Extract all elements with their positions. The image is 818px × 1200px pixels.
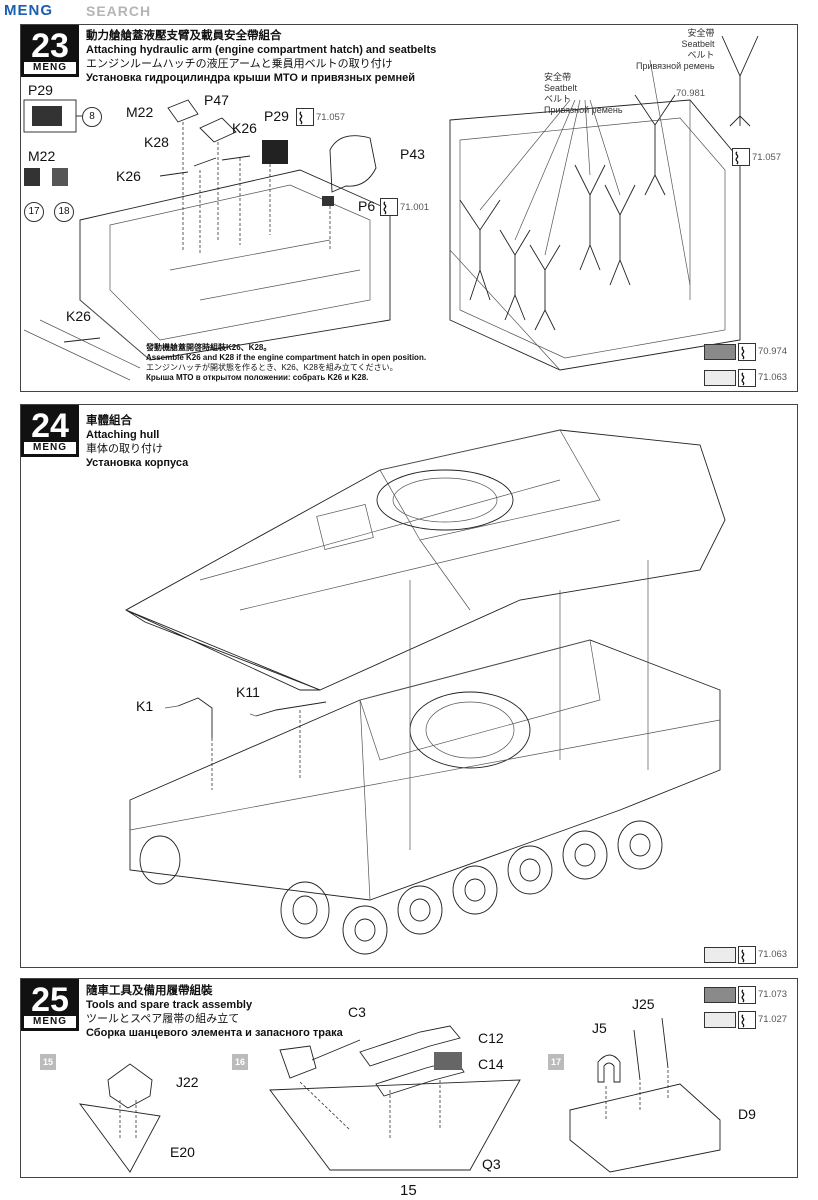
label-p29b: P29 <box>264 108 289 124</box>
label-d9: D9 <box>738 1106 756 1122</box>
paint-brush-icon: ⌇ <box>296 108 314 128</box>
label-j25: J25 <box>632 996 655 1012</box>
step-24-panel <box>20 404 798 968</box>
seatbelt-callout-2: 安全帶 Seatbelt ベルト Привязной ремень <box>636 28 715 72</box>
seatbelt-callout-1: 安全帶 Seatbelt ベルト Привязной ремень <box>544 72 623 116</box>
step-23-title: 動力艙艙蓋液壓支臂及載員安全帶組合 Attaching hydraulic ar… <box>86 29 436 85</box>
paint-brush-icon: ⌇ <box>738 1011 756 1031</box>
paint-brush-icon: ⌇ <box>738 986 756 1006</box>
paint-brush-icon: ⌇ <box>738 343 756 363</box>
callout-en: Seatbelt <box>544 83 578 93</box>
label-p6: P6 <box>358 198 376 214</box>
step-24-badge: 24 MENG <box>21 405 79 457</box>
brand-logo: MENG <box>24 1016 76 1028</box>
substep-15: 15 <box>40 1054 56 1070</box>
label-k28: K28 <box>144 134 169 150</box>
step-23-badge: 23 MENG <box>21 25 79 77</box>
label-j5: J5 <box>592 1020 607 1036</box>
callout-ru: Привязной ремень <box>636 61 715 71</box>
brand-logo: MENG <box>24 442 76 454</box>
step-23-note: 發動機艙蓋開啓時組裝K26、K28。 Assemble K26 and K28 … <box>146 343 426 383</box>
step-25-title: 隨車工具及備用履帶組裝 Tools and spare track assemb… <box>86 984 343 1040</box>
title-en: Attaching hydraulic arm (engine compartm… <box>86 44 437 56</box>
label-p29: P29 <box>28 82 53 98</box>
label-c12: C12 <box>478 1030 504 1046</box>
callout-jp: ベルト <box>544 94 572 104</box>
label-p47: P47 <box>204 92 229 108</box>
callout-en: Seatbelt <box>681 39 715 49</box>
count-circle-18: 18 <box>54 202 74 222</box>
callout-jp: ベルト <box>687 50 715 60</box>
title-jp: エンジンルームハッチの液圧アームと乗員用ベルトの取り付け <box>86 58 393 70</box>
legend-code: 71.073 <box>758 989 788 1000</box>
paint-brush-icon: ⌇ <box>732 148 750 168</box>
brand-logo: MENG <box>24 62 76 74</box>
label-e20: E20 <box>170 1144 195 1160</box>
title-zh: 車體組合 <box>86 415 132 427</box>
label-c3: C3 <box>348 1004 366 1020</box>
legend-code: 71.063 <box>758 372 788 383</box>
note-zh: 發動機艙蓋開啓時組裝K26、K28。 <box>146 343 272 352</box>
step-number: 24 <box>31 407 69 445</box>
legend-code: 71.063 <box>758 949 788 960</box>
paint-brush-icon: ⌇ <box>738 369 756 389</box>
site-header: MENG SEARCH <box>0 0 818 22</box>
step-23-panel <box>20 24 798 392</box>
callout-ru: Привязной ремень <box>544 105 623 115</box>
label-p43: P43 <box>400 146 425 162</box>
substep-17: 17 <box>548 1054 564 1070</box>
title-ru: Установка корпуса <box>86 457 189 469</box>
title-ru: Сборка шанцевого элемента и запасного тр… <box>86 1027 343 1039</box>
site-logo: MENG <box>4 2 53 19</box>
color-swatch <box>704 987 736 1003</box>
step-number: 25 <box>31 981 69 1019</box>
step-number: 23 <box>31 27 69 65</box>
title-en: Attaching hull <box>86 429 160 441</box>
page-number: 15 <box>400 1182 417 1199</box>
title-en: Tools and spare track assembly <box>86 999 253 1011</box>
label-m22: M22 <box>126 104 154 120</box>
paint-brush-icon: ⌇ <box>380 198 398 218</box>
paint-code-c4: 71.057 <box>752 152 782 163</box>
callout-zh: 安全帶 <box>687 28 715 38</box>
site-tag: SEARCH <box>86 3 152 19</box>
label-q3: Q3 <box>482 1156 501 1172</box>
step-24-title: 車體組合 Attaching hull 車体の取り付け Установка ко… <box>86 414 188 470</box>
paint-code-c2: 71.001 <box>400 202 430 213</box>
count-circle-8: 8 <box>82 107 102 127</box>
color-swatch <box>704 1012 736 1028</box>
title-ru: Установка гидроцилиндра крыши МТО и прив… <box>86 72 415 84</box>
label-k26-c: K26 <box>66 308 91 324</box>
legend-code: 71.027 <box>758 1014 788 1025</box>
note-ru: Крыша МТО в открытом положении: собрать … <box>146 373 369 382</box>
label-m22-left: M22 <box>28 148 56 164</box>
label-j22: J22 <box>176 1074 199 1090</box>
color-swatch <box>704 344 736 360</box>
color-swatch <box>704 947 736 963</box>
legend-code: 70.974 <box>758 346 788 357</box>
label-k11: K11 <box>236 684 260 700</box>
note-en: Assemble K26 and K28 if the engine compa… <box>146 353 427 362</box>
title-jp: 車体の取り付け <box>86 443 163 455</box>
label-k26-b: K26 <box>116 168 141 184</box>
paint-code-c3: 70.981 <box>676 88 706 99</box>
label-c14: C14 <box>478 1056 504 1072</box>
color-swatch <box>704 370 736 386</box>
paint-code-c1: 71.057 <box>316 112 346 123</box>
title-jp: ツールとスペア履帯の組み立て <box>86 1013 240 1025</box>
callout-zh: 安全帶 <box>544 72 572 82</box>
label-k26-a: K26 <box>232 120 257 136</box>
count-circle-17: 17 <box>24 202 44 222</box>
paint-brush-icon: ⌇ <box>738 946 756 966</box>
label-k1: K1 <box>136 698 154 714</box>
note-jp: エンジンハッチが開状態を作るとき、K26、K28を組み立てください。 <box>146 363 398 372</box>
title-zh: 隨車工具及備用履帶組裝 <box>86 985 213 997</box>
substep-16: 16 <box>232 1054 248 1070</box>
step-25-badge: 25 MENG <box>21 979 79 1031</box>
title-zh: 動力艙艙蓋液壓支臂及載員安全帶組合 <box>86 30 282 42</box>
